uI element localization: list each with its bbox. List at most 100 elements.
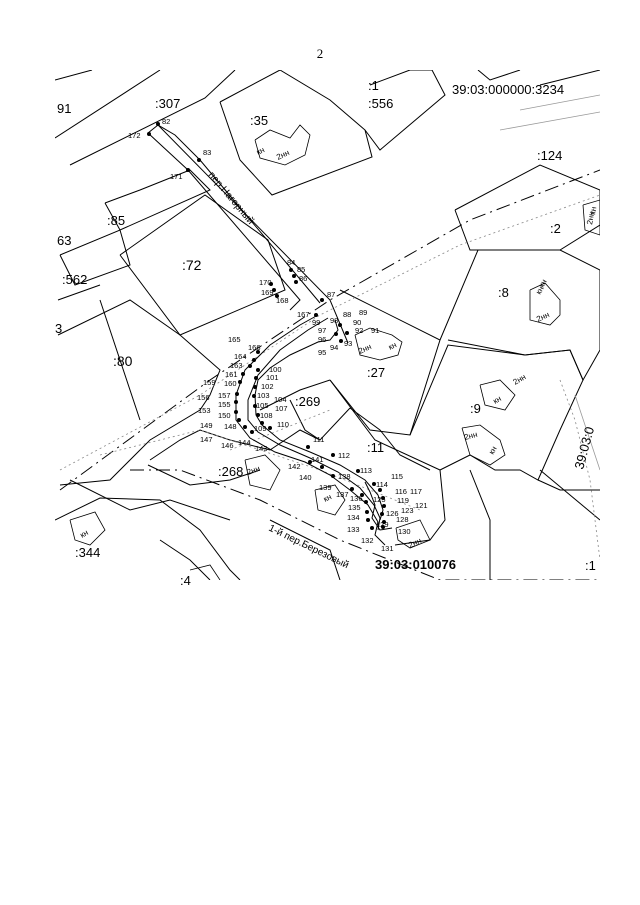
point-number-label: 123	[401, 506, 414, 515]
point-number-label: 105	[256, 401, 269, 410]
street-label-nagorny: пер.Нагорный	[206, 170, 256, 227]
building-label: 2нн	[463, 430, 478, 442]
point-number-label: 92	[355, 326, 363, 335]
point-number-label: 140	[299, 473, 312, 482]
street-label-berezovy: 1-й пер.Березовый	[267, 523, 351, 571]
point-number-label: 136	[350, 494, 363, 503]
building-label: 2нн	[585, 211, 596, 226]
point-number-label: 144	[238, 438, 251, 447]
point-number-label: 143	[255, 444, 268, 453]
point-number-label: 137	[336, 490, 349, 499]
point-number-label: 82	[162, 117, 170, 126]
point-number-label: 126	[386, 509, 399, 518]
point-number-label: 88	[343, 310, 351, 319]
parcel-label: 91	[57, 101, 71, 116]
point-number-label: 103	[257, 391, 270, 400]
point-number-label: 85	[297, 265, 305, 274]
point-number-label: 99	[312, 318, 320, 327]
point-number-label: 157	[218, 391, 231, 400]
point-number-label: 169	[261, 288, 274, 297]
building-label: кн	[322, 492, 333, 504]
point-number-label: 142	[288, 462, 301, 471]
point-number-label: 107	[275, 404, 288, 413]
point-number-label: 148	[224, 422, 237, 431]
point-number-label: 141	[311, 455, 324, 464]
building-label: кн	[534, 285, 546, 296]
parcel-label: :2	[550, 221, 561, 236]
parcel-label: :268	[218, 464, 243, 479]
building-label: кн	[387, 340, 398, 352]
survey-points	[147, 122, 386, 530]
point-number-label: 125	[373, 495, 386, 504]
point-number-label: 101	[266, 373, 279, 382]
parcel-labels: :307 91 :35 :1 :556 :124 :85 63 :72 :562…	[55, 78, 596, 588]
point-number-label: 121	[415, 501, 428, 510]
point-number-label: 102	[261, 382, 274, 391]
point-number-label: 114	[376, 480, 388, 489]
parcel-label: :8	[498, 285, 509, 300]
parcel-label: :269	[295, 394, 320, 409]
point-number-label: 167	[297, 310, 310, 319]
point-number-label: 147	[200, 435, 213, 444]
point-number-label: 89	[359, 308, 367, 317]
point-number-label: 172	[128, 131, 141, 140]
building-label: 2нн	[535, 310, 551, 324]
point-number-label: 115	[391, 472, 403, 481]
point-number-label: 160	[224, 379, 237, 388]
building-label: 2нн	[246, 464, 262, 477]
point-number-label: 150	[218, 411, 231, 420]
quarter-number-bottom: 39:03:010076	[375, 557, 456, 572]
point-number-label: 138	[338, 472, 351, 481]
point-number-label: 132	[361, 536, 374, 545]
point-number-label: 83	[203, 148, 211, 157]
point-number-label: 109	[254, 424, 267, 433]
point-number-label: 128	[396, 515, 409, 524]
parcel-label: :4	[180, 573, 191, 588]
parcel-label: :35	[250, 113, 268, 128]
point-number-label: 135	[348, 503, 361, 512]
parcel-label: :27	[367, 365, 385, 380]
point-number-label: 116	[395, 487, 407, 496]
point-number-label: 91	[371, 326, 379, 335]
point-number-label: 90	[353, 318, 361, 327]
parcel-label: :562	[62, 272, 87, 287]
parcel-label: :1	[585, 558, 596, 573]
map-linework	[55, 70, 600, 580]
building-label: кн	[537, 278, 549, 289]
quarter-number-main: 39:03:000000:3234	[452, 82, 564, 97]
point-number-label: 139	[319, 483, 332, 492]
point-number-label: 159	[203, 378, 216, 387]
point-number-label: 96	[318, 335, 326, 344]
point-number-label: 149	[200, 421, 213, 430]
building-label: 2нн	[275, 148, 291, 162]
building-label: 2нн	[407, 536, 423, 550]
point-number-label: 170	[259, 278, 272, 287]
point-number-label: 95	[318, 348, 326, 357]
point-number-label: 129	[376, 520, 389, 529]
point-number-label: 94	[330, 343, 338, 352]
point-number-label: 108	[260, 411, 273, 420]
point-number-label: 131	[381, 544, 394, 553]
point-number-label: 112	[338, 451, 350, 460]
point-number-label: 111	[313, 435, 324, 444]
point-number-label: 155	[218, 400, 231, 409]
point-number-label: 117	[410, 487, 422, 496]
parcel-label: :1	[368, 78, 379, 93]
parcel-label: :124	[537, 148, 562, 163]
point-number-label: 119	[397, 496, 409, 505]
parcel-label: :307	[155, 96, 180, 111]
point-number-label: 171	[170, 172, 183, 181]
point-number-label: 165	[228, 335, 241, 344]
point-number-label: 84	[287, 258, 295, 267]
point-number-label: 133	[347, 525, 360, 534]
point-number-label: 110	[277, 420, 289, 429]
point-number-label: 168	[276, 296, 289, 305]
point-number-label: 104	[274, 395, 287, 404]
building-label: кн	[588, 206, 598, 215]
point-number-label: 87	[327, 290, 335, 299]
parcel-label: :556	[368, 96, 393, 111]
parcel-label: :80	[113, 353, 133, 369]
point-number-label: 153	[198, 406, 211, 415]
point-number-label: 146	[221, 441, 234, 450]
